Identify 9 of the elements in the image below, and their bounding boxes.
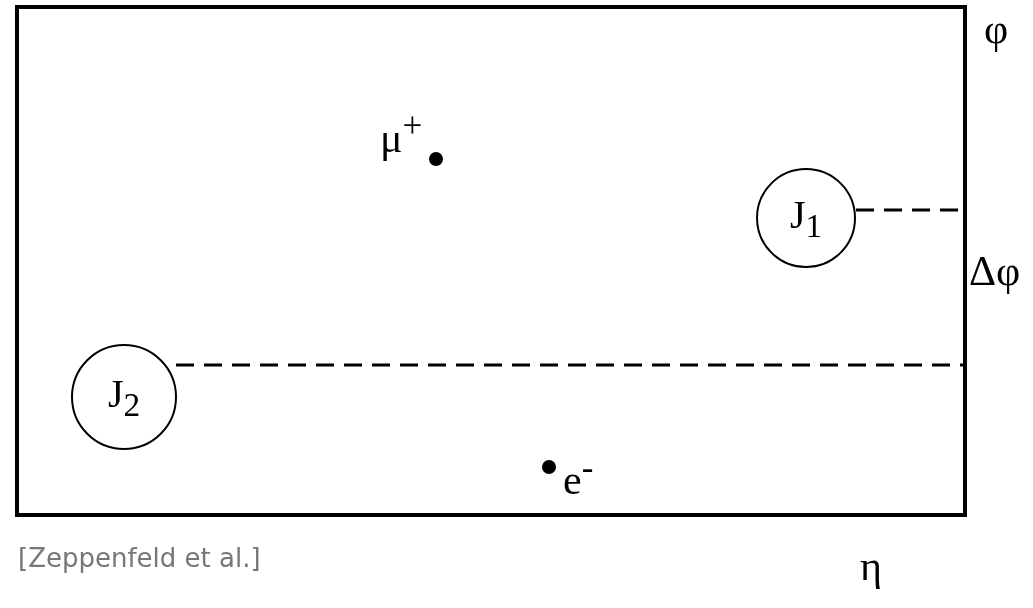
axis-label: φ xyxy=(984,8,1009,50)
citation: [Zeppenfeld et al.] xyxy=(18,545,261,571)
axis-label: η xyxy=(860,545,882,587)
jet-circle: J$_{2}$ xyxy=(71,344,177,450)
jet-circle: J$_{1}$ xyxy=(756,168,856,268)
dimension-label: Δφ xyxy=(969,250,1021,292)
plot-frame xyxy=(15,5,967,517)
particle-label: μ$^{+}$ xyxy=(380,108,423,159)
particle-label: e$^{-}$ xyxy=(563,450,594,501)
